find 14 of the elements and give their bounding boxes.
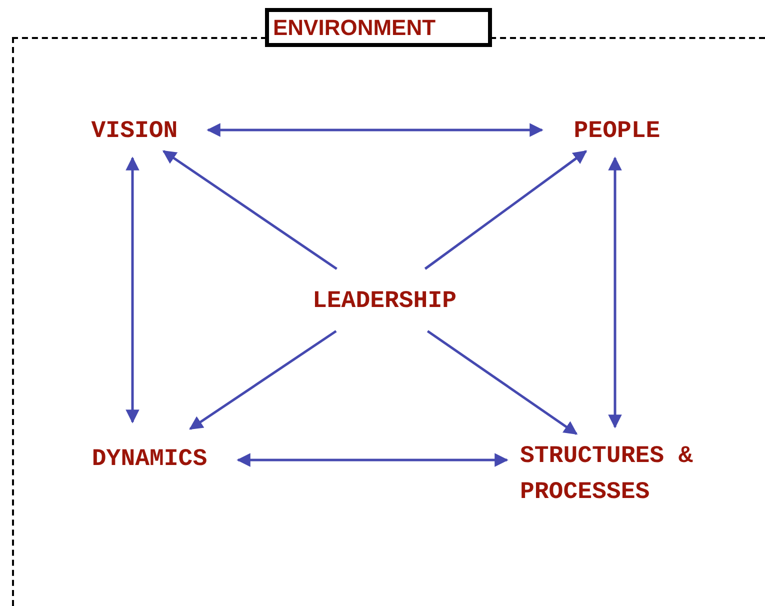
arrow xyxy=(426,330,578,435)
concept-label: VISION xyxy=(91,117,178,147)
concept-label: PEOPLE xyxy=(574,117,660,147)
arrow xyxy=(236,453,508,467)
arrow xyxy=(126,156,140,424)
concept-label: DYNAMICS xyxy=(92,444,208,474)
concept-label: STRUCTURES & PROCESSES xyxy=(519,442,694,508)
environment-title: ENVIRONMENT xyxy=(265,8,492,47)
arrow xyxy=(206,123,544,137)
arrow xyxy=(608,156,622,428)
arrow xyxy=(424,150,588,270)
arrow xyxy=(162,150,338,270)
concept-label: LEADERSHIP xyxy=(312,287,457,317)
arrow xyxy=(189,330,337,430)
